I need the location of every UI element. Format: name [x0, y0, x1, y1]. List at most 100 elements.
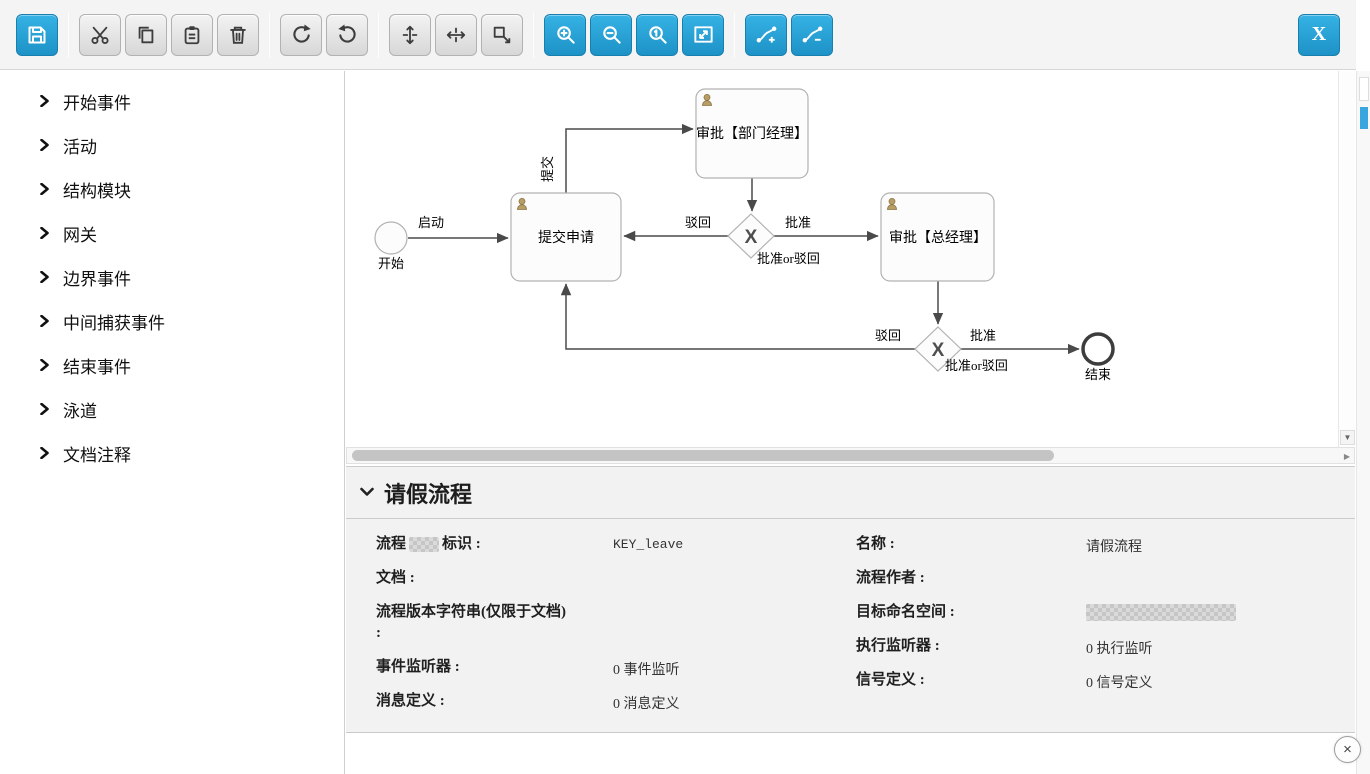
end-event[interactable]	[1081, 332, 1115, 366]
task-label: 审批【部门经理】	[696, 126, 808, 142]
sequence-flow-submit-dept[interactable]	[565, 123, 694, 193]
palette-sidebar: 开始事件 活动 结构模块 网关 边界事件 中间捕获事件 结束事件 泳道 文档注释	[0, 71, 345, 774]
close-dialog-button[interactable]: ×	[1334, 736, 1361, 763]
sidebar-item-swimlanes[interactable]: 泳道	[0, 387, 344, 431]
sidebar-item-label: 开始事件	[63, 93, 131, 113]
prop-label: 信号定义 :	[856, 671, 925, 688]
zoom-out-button[interactable]	[590, 13, 632, 56]
chevron-right-icon	[40, 271, 49, 283]
user-icon	[702, 94, 712, 106]
sidebar-item-label: 泳道	[63, 401, 97, 421]
prop-row-event-listeners: 事件监听器 : 0 事件监听	[376, 657, 856, 679]
align-vertical-button[interactable]	[389, 13, 431, 56]
scroll-down-button[interactable]: ▼	[1340, 430, 1355, 445]
edge-label-approve-2: 批准	[970, 328, 996, 343]
zoom-fit-button[interactable]	[682, 13, 724, 56]
sidebar-item-label: 边界事件	[63, 269, 131, 289]
sidebar-item-label: 中间捕获事件	[63, 313, 165, 333]
prop-label: 流程标识 :	[376, 534, 613, 556]
prop-value[interactable]: 0 事件监听	[613, 663, 680, 678]
edge-label-reject-1: 驳回	[685, 215, 711, 230]
process-title: 请假流程	[384, 481, 473, 507]
undo-button[interactable]	[326, 13, 368, 56]
prop-value[interactable]: 0 信号定义	[1086, 675, 1153, 691]
sidebar-item-intermediate-catching-events[interactable]: 中间捕获事件	[0, 299, 344, 343]
user-task-general-manager[interactable]: 审批【总经理】	[880, 192, 995, 282]
cut-button[interactable]	[79, 13, 121, 56]
sidebar-item-annotation[interactable]: 文档注释	[0, 431, 344, 475]
align-horizontal-button[interactable]	[435, 13, 477, 56]
properties-body: 流程标识 : KEY_leave 文档 : 流程版本字符串(仅限于文档) : 事…	[346, 519, 1355, 725]
user-icon	[517, 198, 527, 210]
properties-panel-header[interactable]: 请假流程	[346, 467, 1355, 519]
scroll-right-button[interactable]: ▶	[1343, 451, 1351, 461]
toolbar-separator	[378, 11, 379, 58]
task-label: 审批【总经理】	[889, 230, 987, 246]
prop-value: KEY_leave	[613, 537, 684, 552]
toolbar: X	[0, 0, 1356, 70]
sidebar-item-label: 结构模块	[63, 181, 131, 201]
task-label: 提交申请	[538, 229, 594, 246]
chevron-down-icon	[360, 484, 374, 502]
sidebar-item-gateways[interactable]: 网关	[0, 211, 344, 255]
properties-left-column: 流程标识 : KEY_leave 文档 : 流程版本字符串(仅限于文档) : 事…	[376, 534, 856, 725]
chevron-right-icon	[40, 403, 49, 415]
sidebar-item-start-events[interactable]: 开始事件	[0, 79, 344, 123]
resize-button[interactable]	[481, 13, 523, 56]
exclusive-gateway-1[interactable]: X	[727, 213, 775, 259]
sidebar-item-activities[interactable]: 活动	[0, 123, 344, 167]
window-scrollbar-strip[interactable]	[1356, 71, 1370, 774]
prop-row-version-string: 流程版本字符串(仅限于文档) :	[376, 602, 856, 646]
end-event-label: 结束	[1085, 367, 1111, 382]
toolbar-separator	[533, 11, 534, 58]
prop-row-name: 名称 : 请假流程	[856, 534, 1236, 556]
diagram-canvas[interactable]: 开始 提交申请 审批【部门经理】 审批【总经	[346, 71, 1355, 447]
scrollbar-thumb[interactable]	[1360, 107, 1368, 129]
paste-icon	[181, 24, 203, 46]
sidebar-item-boundary-events[interactable]: 边界事件	[0, 255, 344, 299]
paste-button[interactable]	[171, 13, 213, 56]
canvas-vertical-scrollbar[interactable]: ▼	[1338, 71, 1355, 447]
prop-label: 消息定义 :	[376, 693, 445, 709]
user-task-submit[interactable]: 提交申请	[510, 192, 622, 282]
align-horizontal-icon	[445, 24, 467, 46]
xml-button[interactable]: X	[1298, 13, 1340, 56]
prop-row-documentation: 文档 :	[376, 568, 856, 590]
zoom-actual-button[interactable]	[636, 13, 678, 56]
chevron-right-icon	[40, 139, 49, 151]
gateway2-label: 批准or驳回	[945, 358, 1008, 373]
prop-label: 流程版本字符串(仅限于文档) :	[376, 603, 566, 642]
zoom-actual-icon	[646, 23, 669, 46]
chevron-right-icon	[40, 183, 49, 195]
edge-label-reject-2: 驳回	[875, 328, 901, 343]
delete-button[interactable]	[217, 13, 259, 56]
sequence-flow-gateway2-reject[interactable]	[560, 283, 915, 350]
sidebar-item-end-events[interactable]: 结束事件	[0, 343, 344, 387]
bendpoint-remove-button[interactable]	[791, 13, 833, 56]
zoom-in-button[interactable]	[544, 13, 586, 56]
chevron-right-icon	[40, 359, 49, 371]
start-event[interactable]	[374, 221, 408, 255]
bendpoint-remove-icon	[801, 23, 824, 46]
prop-value[interactable]: 0 消息定义	[613, 697, 680, 712]
redacted-value	[1086, 603, 1236, 621]
user-task-dept-manager[interactable]: 审批【部门经理】	[695, 88, 809, 179]
redo-button[interactable]	[280, 13, 322, 56]
user-icon	[887, 198, 897, 210]
canvas-horizontal-scrollbar[interactable]: ▶	[346, 447, 1355, 464]
prop-row-author: 流程作者 :	[856, 568, 1236, 590]
sidebar-item-structural[interactable]: 结构模块	[0, 167, 344, 211]
zoom-in-icon	[554, 23, 577, 46]
label-text: 流程	[376, 536, 407, 552]
scrollbar-top-button[interactable]	[1359, 77, 1369, 101]
exclusive-gateway-2[interactable]: X	[914, 326, 962, 372]
horizontal-scrollbar-thumb[interactable]	[352, 450, 1054, 461]
save-button[interactable]	[16, 13, 58, 56]
properties-panel: 请假流程 流程标识 : KEY_leave 文档 : 流程版本字符串(仅限于文档…	[346, 466, 1355, 733]
prop-label: 流程作者 :	[856, 570, 925, 586]
copy-button[interactable]	[125, 13, 167, 56]
bendpoint-add-button[interactable]	[745, 13, 787, 56]
edge-label-approve-1: 批准	[785, 215, 811, 230]
bpmn-diagram: 开始 提交申请 审批【部门经理】 审批【总经	[374, 88, 1115, 382]
prop-value[interactable]: 0 执行监听	[1086, 641, 1153, 657]
